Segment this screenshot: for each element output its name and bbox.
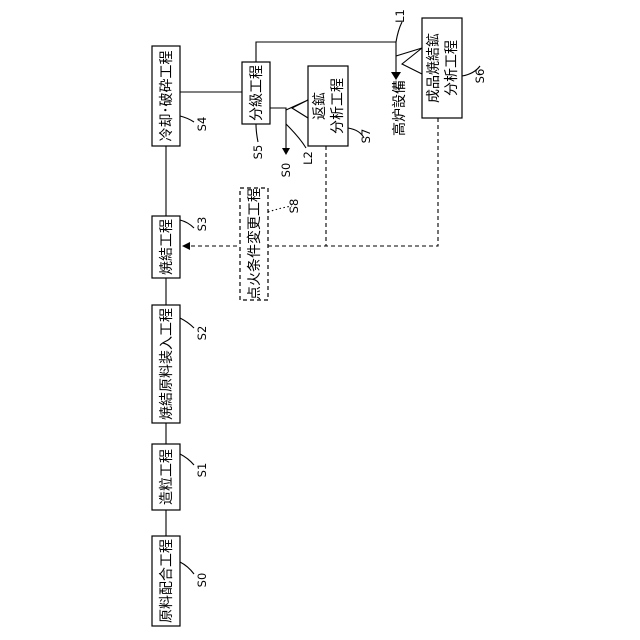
step-s2-label: 焼結原料装入工程 [159,308,175,420]
step-s0-label: 原料配合工程 [159,539,175,623]
step-s5-leader [256,124,258,142]
line-l1-leader [396,22,402,42]
step-s1-label: 造粒工程 [159,449,175,505]
step-s7-ref: S7 [359,129,373,144]
step-s7-line1: 返鉱 [311,92,328,120]
return-s0-label: S0 [279,163,293,178]
step-s4-leader [180,116,194,122]
step-s1-ref: S1 [195,463,209,478]
line-l2-leader [286,124,306,148]
step-s1-leader [180,454,194,465]
step-s6-line2: 分析工程 [444,40,460,96]
step-s8-ref: S8 [287,199,301,214]
step-s5-label: 分級工程 [249,65,265,121]
s6-sampling-wedge [396,48,422,74]
step-s2-leader [180,318,194,328]
line-l1 [256,42,396,62]
s7-sampling-wedge [286,100,308,118]
step-s2-ref: S2 [195,326,209,341]
step-s7-line2: 分析工程 [330,78,346,134]
return-s0-arrowhead [282,148,290,155]
step-s4-ref: S4 [195,117,209,132]
line-l1-ref: L1 [393,9,407,23]
step-s0-ref: S0 [195,573,209,588]
step-s8-label: 点火条件変更工程 [246,188,263,300]
step-s6-line1: 成品焼結鉱 [425,33,442,103]
step-s4-label: 冷却･破砕工程 [159,51,175,142]
step-s5-ref: S5 [251,145,265,160]
feedback-arrowhead [182,242,190,250]
step-s3-leader [180,220,194,228]
line-l2-ref: L2 [301,151,315,165]
line-l2 [270,108,286,148]
step-s3-label: 焼結工程 [159,219,175,275]
step-s0-leader [180,562,194,574]
blast-furnace-arrowhead [391,72,401,80]
step-s3-ref: S3 [195,217,209,232]
blast-furnace-label: 高炉設備 [391,80,408,136]
step-s6-ref: S6 [473,69,487,84]
